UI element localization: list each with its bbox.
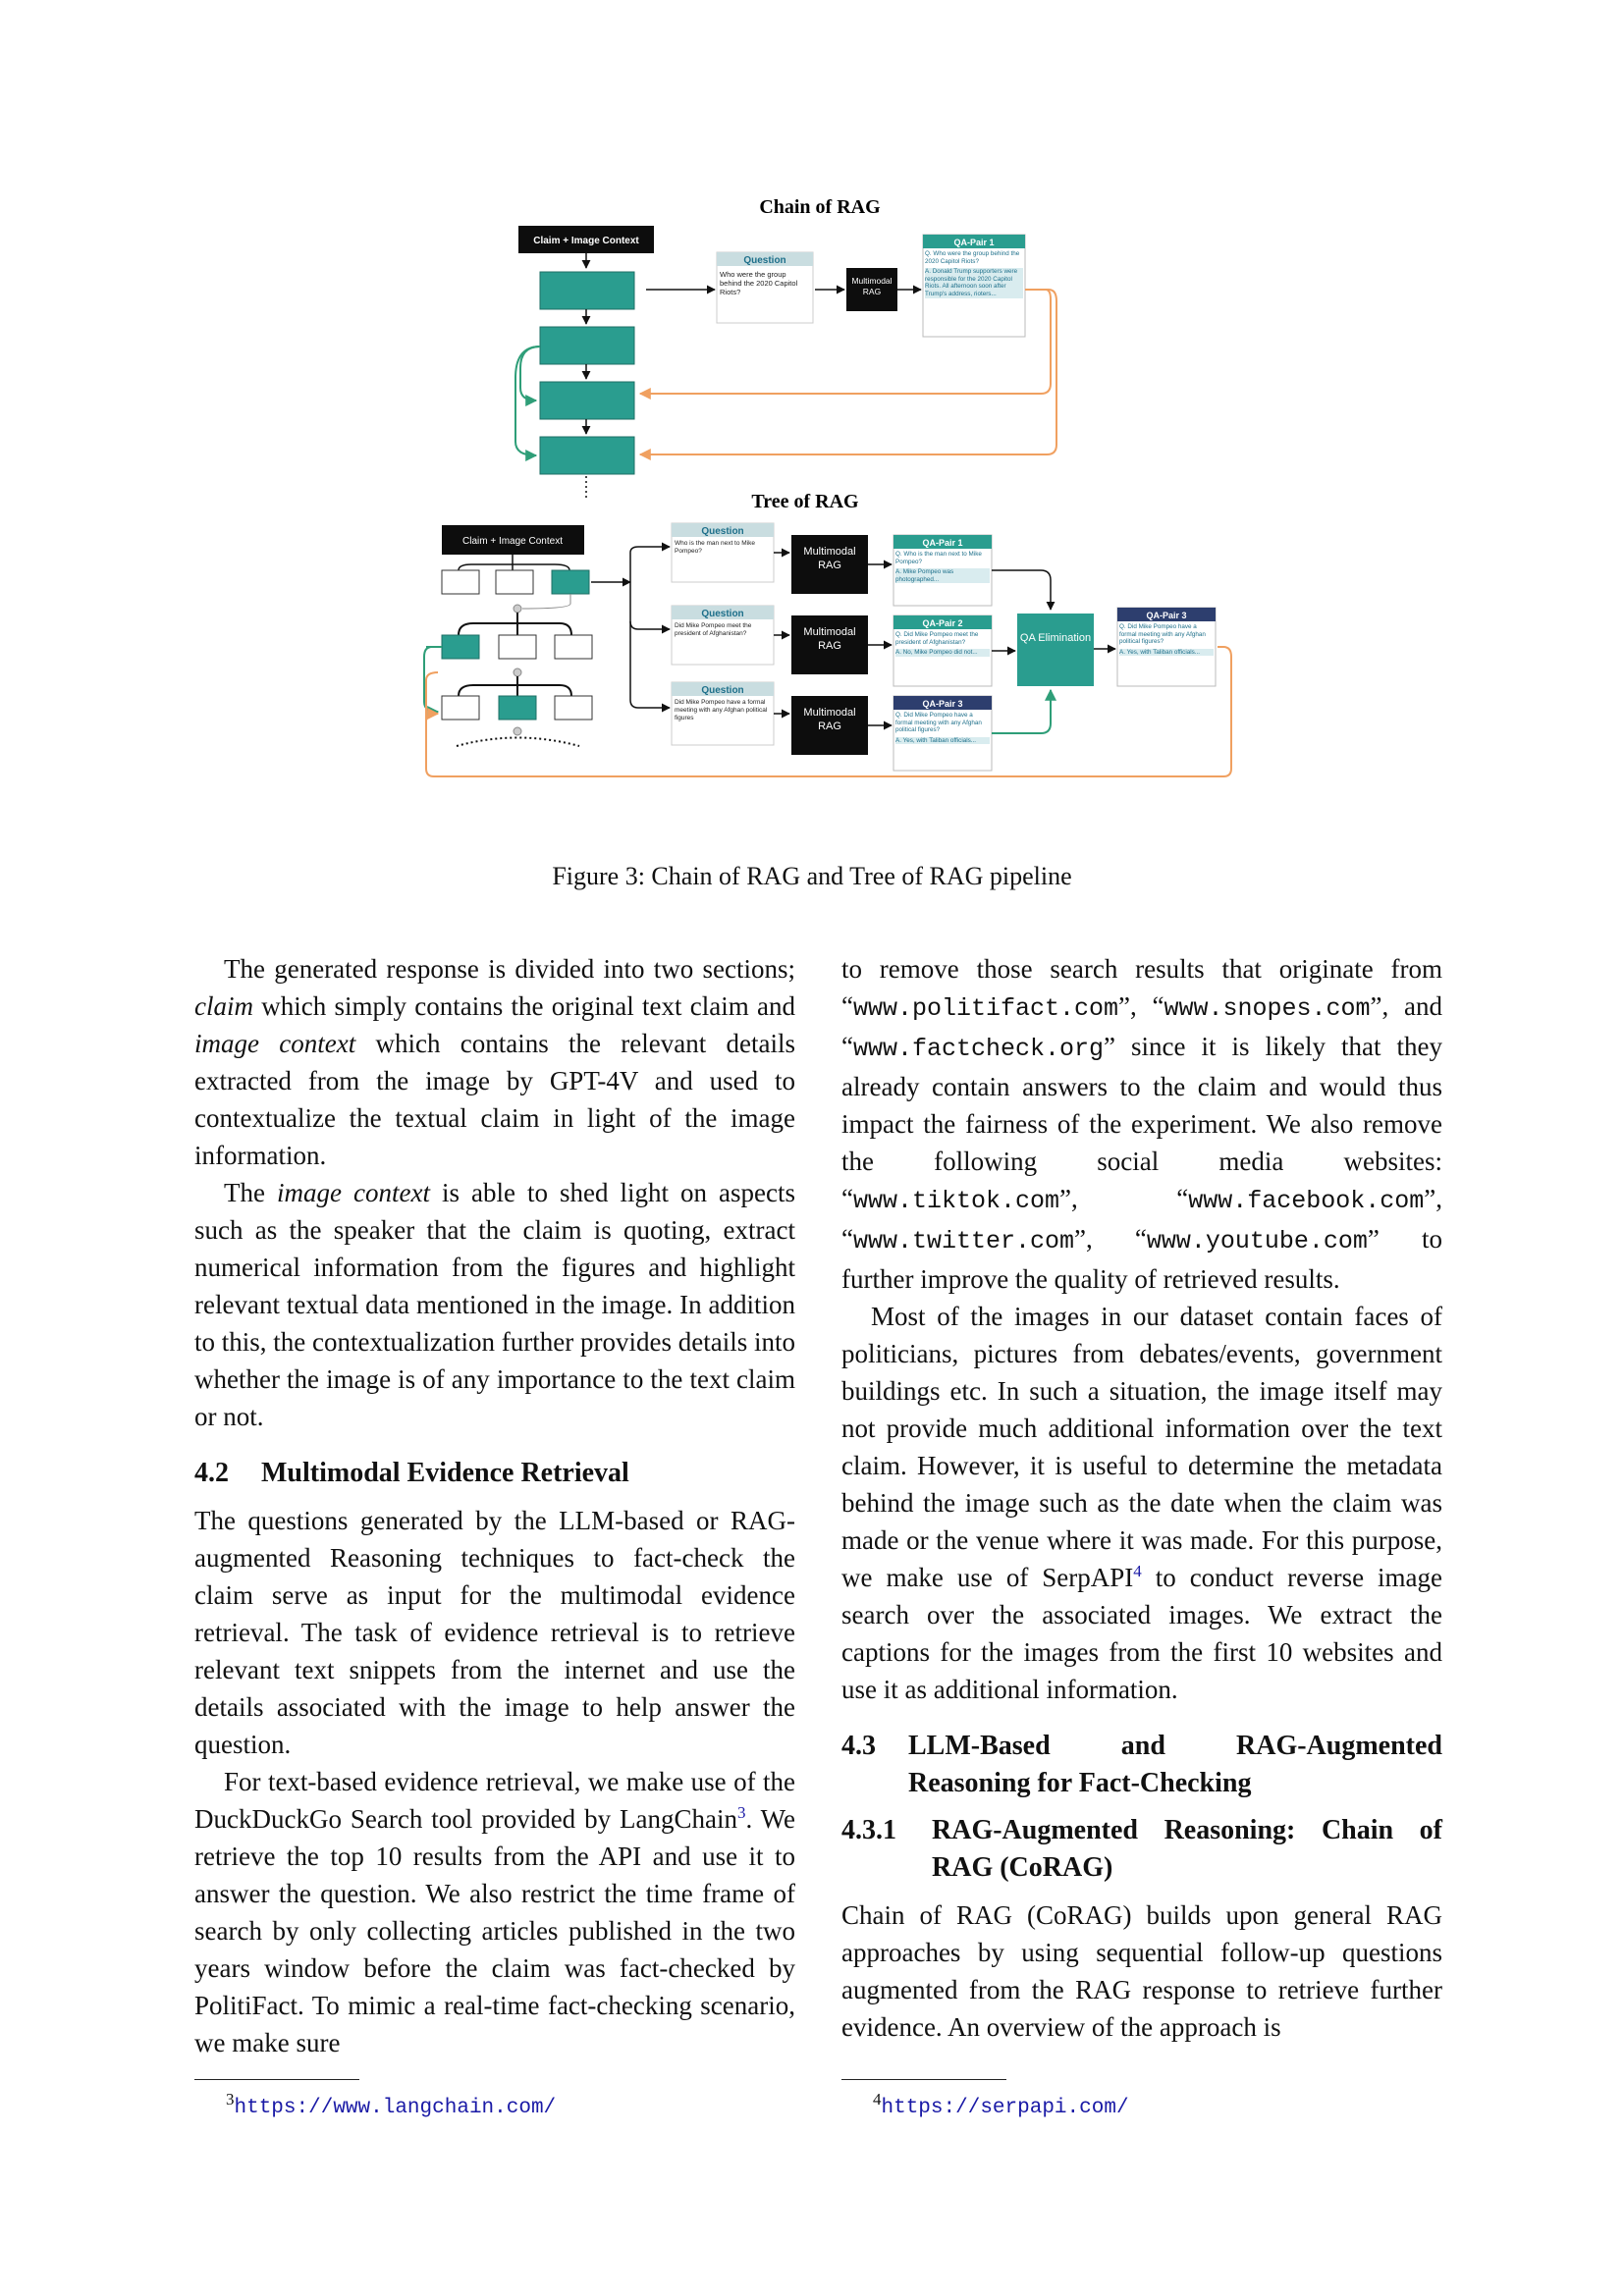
paragraph: For text-based evidence retrieval, we ma… (194, 1767, 795, 2057)
tree-title: Tree of RAG (751, 491, 859, 512)
tree-multimodal-rag-3 (791, 696, 868, 755)
chain-title: Chain of RAG (759, 196, 881, 218)
tree-question-1: Question Who is the man next to Mike Pom… (671, 522, 775, 583)
paragraph: The questions generated by the LLM-based… (194, 1506, 795, 1759)
final-qa-pair-3: QA-Pair 3 Q. Did Mike Pompeo have a form… (1116, 607, 1217, 687)
qa-elimination-box (1017, 614, 1094, 686)
paragraph: The image context is able to shed light … (194, 1178, 795, 1431)
tree-qa-pair-3: QA-Pair 3 Q. Did Mike Pompeo have a form… (893, 695, 993, 772)
chain-step-3 (539, 381, 635, 420)
chain-multimodal-rag (846, 268, 897, 311)
left-column: The generated response is divided into t… (194, 950, 795, 2061)
tree-multimodal-rag-2 (791, 615, 868, 674)
paragraph: to remove those search results that orig… (841, 954, 1443, 1294)
tree-claim-label: Claim + Image Context (462, 536, 563, 547)
chain-step-1 (539, 271, 635, 310)
chain-step-2 (539, 326, 635, 365)
svg-text:QA-Pair 1: QA-Pair 1 (953, 238, 994, 247)
svg-text:QA-Pair 2: QA-Pair 2 (922, 618, 962, 628)
svg-text:Question: Question (701, 685, 743, 696)
tree-multimodal-rag-1 (791, 535, 868, 594)
tree-question-3: Question Did Mike Pompeo have a formal m… (671, 681, 775, 746)
svg-text:QA-Pair 3: QA-Pair 3 (922, 699, 962, 709)
svg-text:Question: Question (701, 609, 743, 619)
footnote-rule (841, 2079, 1006, 2080)
paragraph: Most of the images in our dataset contai… (841, 1302, 1442, 1704)
footnote-ref-4[interactable]: 4 (1133, 1562, 1142, 1580)
chain-step-4 (539, 436, 635, 475)
tree-qa-pair-1: QA-Pair 1 Q. Who is the man next to Mike… (893, 534, 993, 607)
footnote-ref-3[interactable]: 3 (737, 1803, 746, 1822)
figure-3: Chain of RAG Claim + Image Context Quest… (412, 191, 1257, 839)
figure-caption: Figure 3: Chain of RAG and Tree of RAG p… (552, 862, 1072, 890)
paragraph: Chain of RAG (CoRAG) builds upon general… (841, 1900, 1442, 2042)
svg-text:Question: Question (701, 526, 743, 537)
tree-claim-box (442, 525, 584, 555)
chain-claim-box (518, 226, 654, 253)
footnote-4: 4https://serpapi.com/ (841, 2079, 1215, 2119)
pipeline-diagram: Chain of RAG Claim + Image Context Quest… (423, 196, 1232, 777)
footnote-3: 3https://www.langchain.com/ (194, 2079, 568, 2119)
tree-qa-pair-2: QA-Pair 2 Q. Did Mike Pompeo meet the pr… (893, 614, 993, 687)
right-column: to remove those search results that orig… (841, 950, 1442, 2046)
svg-text:Question: Question (743, 255, 785, 266)
chain-claim-label: Claim + Image Context (533, 236, 639, 246)
svg-text:QA-Pair 3: QA-Pair 3 (1146, 611, 1186, 620)
chain-question-text: Who were the group behind the 2020 Capit… (720, 270, 798, 296)
tree-question-2: Question Did Mike Pompeo meet the presid… (671, 605, 775, 666)
footnote-rule (194, 2079, 359, 2080)
footnote-link-langchain[interactable]: https://www.langchain.com/ (234, 2097, 557, 2119)
svg-text:QA-Pair 1: QA-Pair 1 (922, 538, 962, 548)
footnote-link-serpapi[interactable]: https://serpapi.com/ (881, 2097, 1129, 2119)
paragraph: The generated response is divided into t… (194, 954, 795, 1170)
